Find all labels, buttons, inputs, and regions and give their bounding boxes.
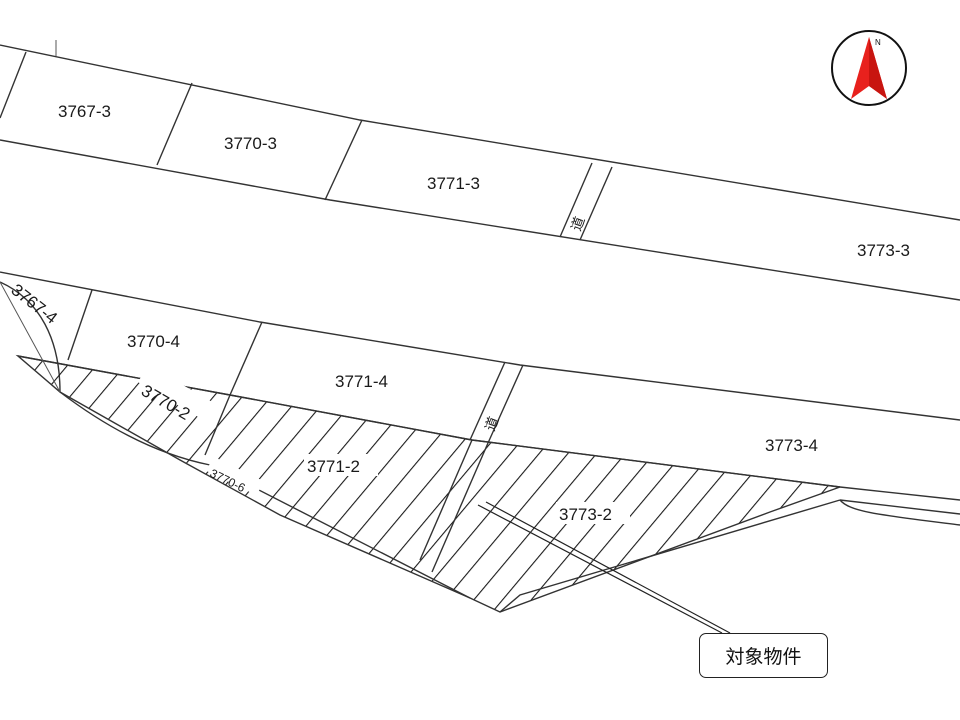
- parcel-label-3770-3: 3770-3: [224, 134, 277, 153]
- parcel-label-3771-2: 3771-2: [307, 457, 360, 476]
- target-property-callout: 対象物件: [699, 633, 828, 678]
- road-labels: 道 道: [483, 215, 589, 434]
- callout-leader: [477, 501, 731, 634]
- compass-north-label: N: [875, 38, 881, 47]
- parcel-label-3767-3: 3767-3: [58, 102, 111, 121]
- upper-parcel-labels: 3767-3 3770-3 3771-3 3773-3: [58, 102, 910, 260]
- parcel-label-3773-4: 3773-4: [765, 436, 818, 455]
- parcel-label-3773-2: 3773-2: [559, 505, 612, 524]
- target-parcel-labels: 3770-2 3770-6 3771-2 3773-2: [137, 364, 630, 524]
- upper-band: [0, 40, 960, 301]
- parcel-label-3770-4: 3770-4: [127, 332, 180, 351]
- parcel-label-3773-3: 3773-3: [857, 241, 910, 260]
- parcel-label-3771-4: 3771-4: [335, 372, 388, 391]
- road-label-lower: 道: [483, 415, 503, 434]
- parcel-label-3771-3: 3771-3: [427, 174, 480, 193]
- compass: N: [831, 30, 907, 106]
- road-label-upper: 道: [569, 215, 589, 234]
